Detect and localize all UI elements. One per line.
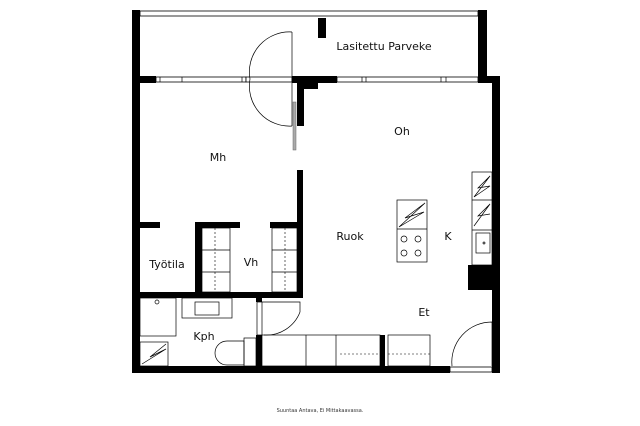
label-workspace: Työtila xyxy=(148,258,184,271)
balcony-structure xyxy=(132,10,487,83)
label-bedroom: Mh xyxy=(210,151,226,164)
label-wardrobe: Vh xyxy=(244,256,259,269)
footer-note: Suuntaa Antava, Ei Mittakaavassa. xyxy=(277,408,364,414)
interior-walls xyxy=(132,170,303,373)
wardrobe-closets xyxy=(201,227,298,293)
label-kitchen: K xyxy=(444,230,452,243)
bathroom-fixtures xyxy=(139,297,301,367)
kitchen-fixtures xyxy=(396,171,493,290)
room-labels: Lasitettu Parveke Oh Mh Ruok K Työtila V… xyxy=(148,40,452,414)
entrance-door xyxy=(451,321,493,367)
label-balcony: Lasitettu Parveke xyxy=(336,40,431,53)
label-bathroom: Kph xyxy=(193,330,214,343)
balcony-wall xyxy=(132,76,500,126)
label-dining: Ruok xyxy=(336,230,364,243)
label-living: Oh xyxy=(394,125,410,138)
hall-storage xyxy=(261,321,493,367)
balcony-door xyxy=(249,31,297,151)
outer-walls xyxy=(132,80,500,373)
label-hall: Et xyxy=(418,306,430,319)
